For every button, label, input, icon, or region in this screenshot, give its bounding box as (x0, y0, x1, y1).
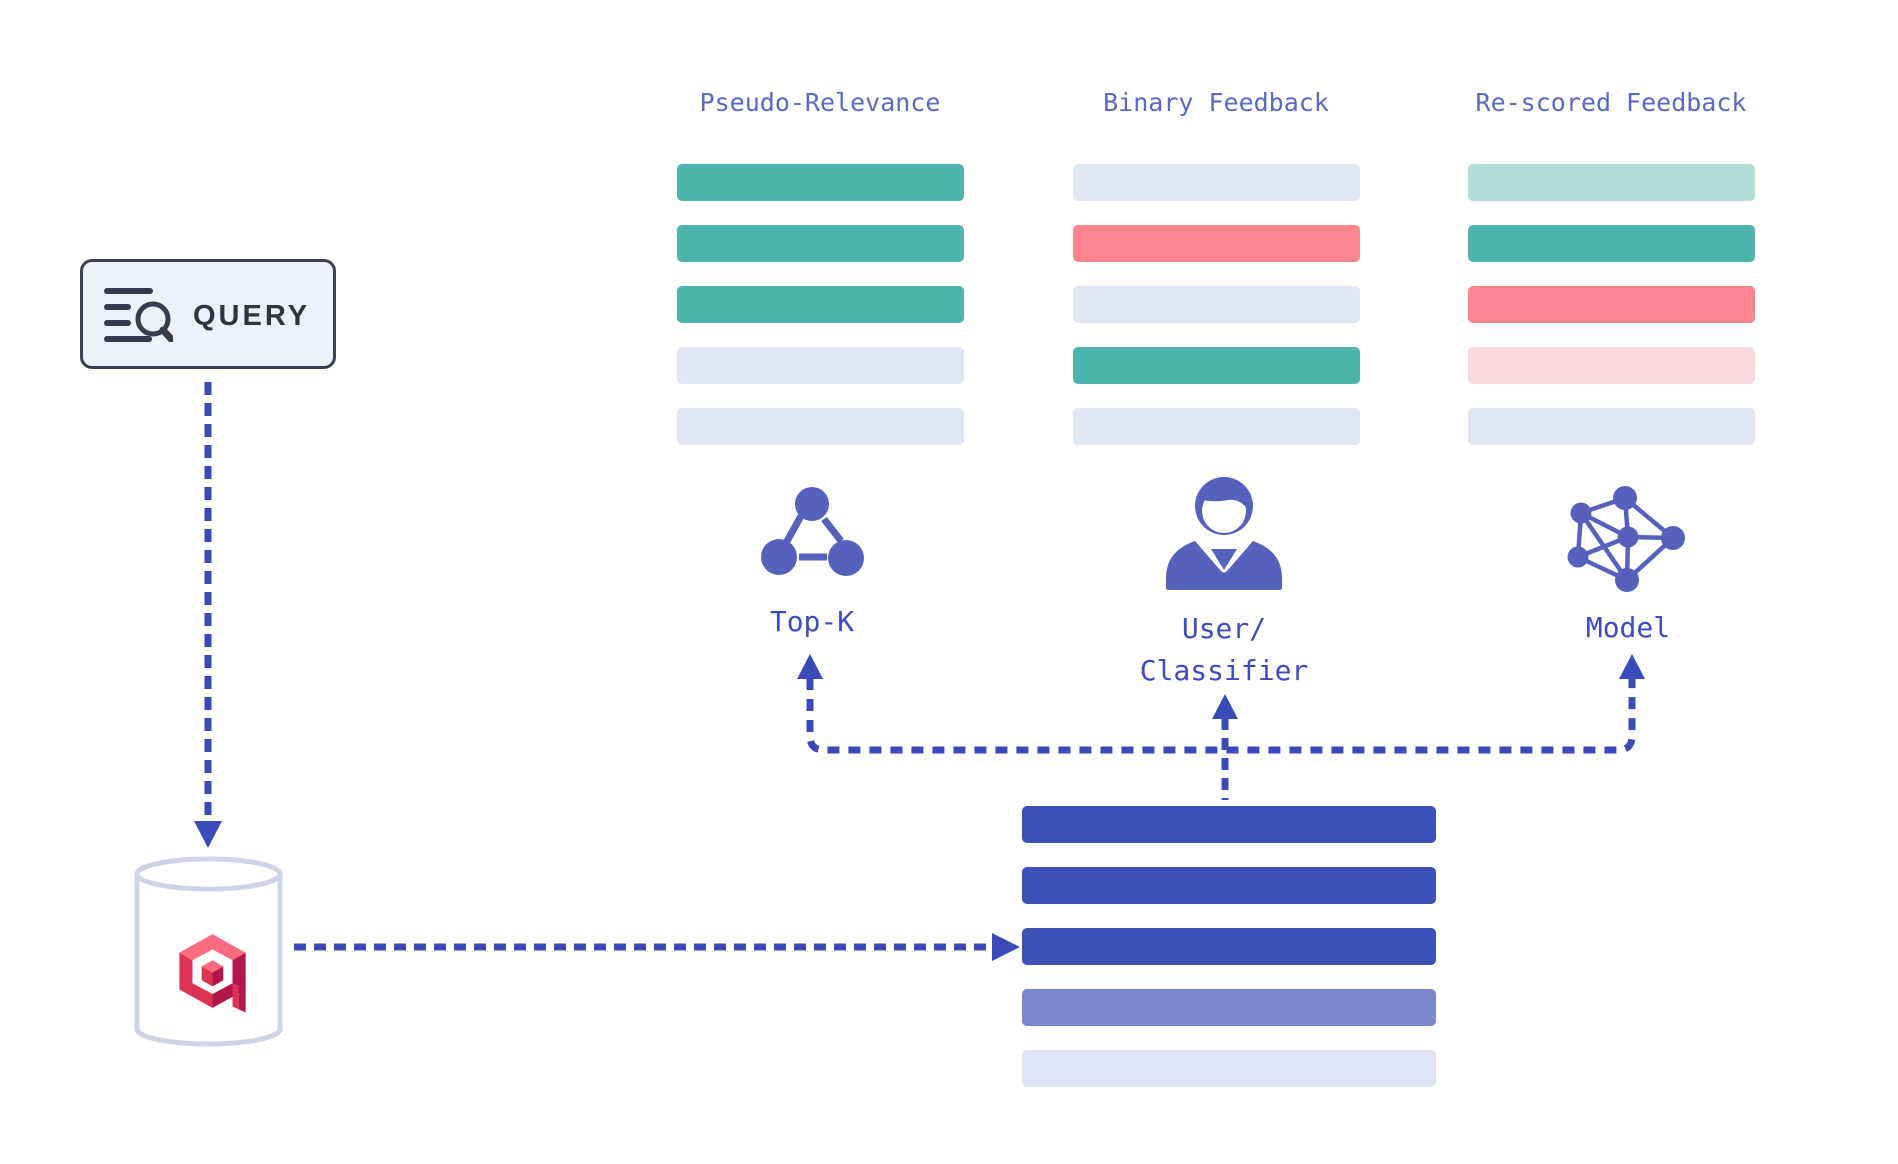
result-bar-neutral (677, 408, 964, 445)
query-box: QUERY (80, 259, 336, 369)
pseudo-relevance-list (677, 164, 964, 445)
result-bar-secondary (1022, 989, 1436, 1026)
arrow-stack-to-processors (797, 654, 1645, 800)
result-bar-neutral (677, 347, 964, 384)
result-bar-faded (1022, 1050, 1436, 1087)
result-bar-relevant (1073, 347, 1360, 384)
arrow-query-to-database (194, 382, 222, 848)
result-bar-relevant (677, 164, 964, 201)
result-bar-relevant (1468, 225, 1755, 262)
result-bar-relevant_faded (1468, 164, 1755, 201)
result-bar-neutral (1073, 286, 1360, 323)
result-bar-primary (1022, 806, 1436, 843)
binary-feedback-list (1073, 164, 1360, 445)
label-user-line2: Classifier (1139, 654, 1309, 687)
label-top-k: Top-K (769, 605, 855, 638)
heading-pseudo-relevance: Pseudo-Relevance (699, 88, 941, 117)
heading-rescored-feedback: Re-scored Feedback (1475, 88, 1747, 117)
rescored-feedback-list (1468, 164, 1755, 445)
qdrant-logo (179, 934, 246, 1013)
query-label: QUERY (193, 300, 311, 332)
label-user-classifier: User/Classifier (1064, 608, 1384, 692)
person-icon (1166, 477, 1282, 590)
result-bar-negative_faded (1468, 347, 1755, 384)
result-bar-primary (1022, 928, 1436, 965)
result-bar-negative (1468, 286, 1755, 323)
arrow-database-to-stack (294, 933, 1020, 961)
result-bar-relevant (677, 225, 964, 262)
result-bar-negative (1073, 225, 1360, 262)
result-bar-primary (1022, 867, 1436, 904)
result-bar-neutral (1073, 408, 1360, 445)
label-user-line1: User/ (1181, 612, 1267, 645)
result-bar-relevant (677, 286, 964, 323)
result-bar-neutral (1468, 408, 1755, 445)
label-model: Model (1585, 611, 1671, 644)
result-bar-neutral (1073, 164, 1360, 201)
retrieved-results-stack (1022, 806, 1436, 1087)
neural-network-icon (1567, 486, 1685, 592)
search-list-icon (104, 288, 173, 342)
cluster-icon (761, 487, 864, 576)
heading-binary-feedback: Binary Feedback (1103, 88, 1329, 117)
